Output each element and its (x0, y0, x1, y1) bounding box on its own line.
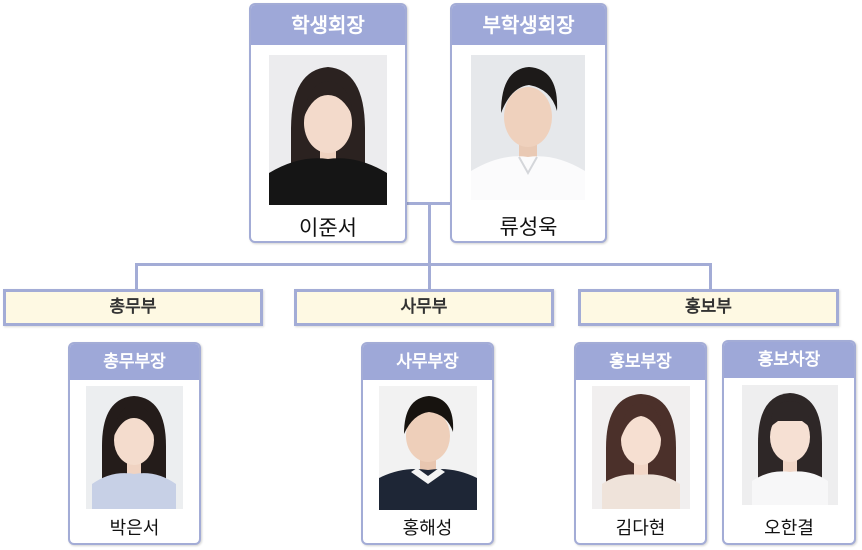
member-name: 오한결 (764, 518, 814, 539)
portrait-photo (86, 386, 183, 509)
member-card-office-affairs-head: 사무부장 홍해성 (361, 342, 494, 545)
role-title: 학생회장 (251, 5, 405, 45)
connector-branch-center (428, 263, 431, 291)
connector-branch-horizontal (135, 263, 712, 266)
portrait-photo (379, 386, 477, 510)
portrait-photo (742, 385, 838, 505)
leader-card-vice-president: 부학생회장 류성욱 (450, 3, 607, 243)
department-header-publicity: 홍보부 (578, 289, 839, 326)
portrait-photo (269, 55, 387, 205)
role-title: 총무부장 (70, 344, 199, 380)
member-card-publicity-deputy: 홍보차장 오한결 (722, 340, 856, 545)
connector-branch-left (135, 263, 138, 291)
member-name: 김다현 (615, 518, 666, 539)
department-header-office-affairs: 사무부 (294, 289, 554, 326)
member-card-general-affairs-head: 총무부장 박은서 (68, 342, 201, 545)
connector-trunk-vertical (428, 202, 431, 266)
role-title: 부학생회장 (452, 5, 605, 45)
member-card-publicity-head: 홍보부장 김다현 (574, 342, 707, 545)
member-name: 이준서 (299, 216, 357, 240)
member-name: 박은서 (109, 518, 160, 539)
role-title: 홍보부장 (576, 344, 705, 380)
leader-card-president: 학생회장 이준서 (249, 3, 407, 243)
portrait-photo (471, 55, 585, 200)
department-header-general-affairs: 총무부 (3, 289, 263, 326)
member-name: 류성욱 (499, 215, 558, 239)
role-title: 홍보차장 (724, 342, 854, 378)
portrait-photo (592, 386, 690, 509)
member-name: 홍해성 (402, 518, 453, 539)
connector-branch-right (709, 263, 712, 291)
role-title: 사무부장 (363, 344, 492, 380)
